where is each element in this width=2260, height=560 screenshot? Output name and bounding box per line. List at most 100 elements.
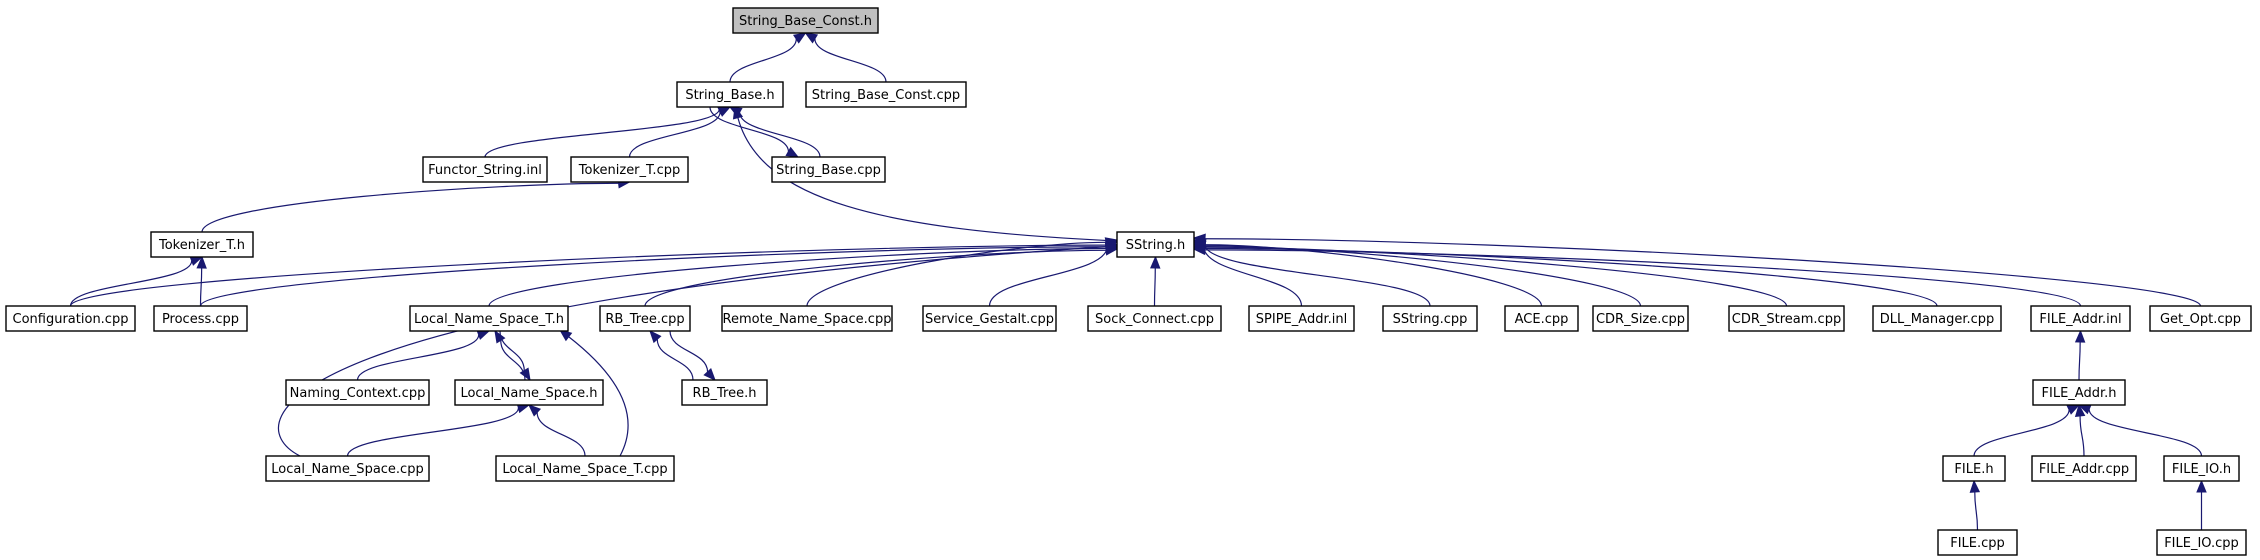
node-tokenizer-t-cpp[interactable]: Tokenizer_T.cpp <box>570 156 689 183</box>
node-cdr-stream-cpp[interactable]: CDR_Stream.cpp <box>1728 305 1845 332</box>
edge-local_name_space_t_cpp-to-local_name_space_t_h <box>568 336 629 457</box>
node-file-addr-cpp[interactable]: FILE_Addr.cpp <box>2031 455 2137 482</box>
node-string-base-h-box[interactable] <box>676 81 784 108</box>
node-local-name-space-h-label: Local_Name_Space.h <box>460 386 597 401</box>
node-ace-cpp-box[interactable] <box>1504 305 1579 332</box>
node-process-cpp[interactable]: Process.cpp <box>153 305 248 332</box>
edge-rb_tree_cpp-to-rb_tree_h <box>669 330 709 372</box>
edge-configuration_cpp-to-sstring_h <box>69 244 1107 307</box>
node-naming-context-cpp-label: Naming_Context.cpp <box>290 386 426 401</box>
node-file-addr-h-label: FILE_Addr.h <box>2042 386 2117 401</box>
edge-rb_tree_cpp-to-rb_tree_h-arrowhead <box>703 367 716 381</box>
node-sock-connect-cpp[interactable]: Sock_Connect.cpp <box>1087 305 1222 332</box>
node-rb-tree-cpp-label: RB_Tree.cpp <box>605 312 684 327</box>
node-file-addr-cpp-label: FILE_Addr.cpp <box>2039 462 2129 477</box>
node-string-base-const-h[interactable]: String_Base_Const.h <box>732 7 879 34</box>
edge-process_cpp-to-sstring_h <box>199 246 1107 307</box>
node-sstring-h[interactable]: SString.h <box>1116 231 1195 258</box>
edge-naming_context_cpp-to-local_name_space_t_h <box>356 334 480 381</box>
edge-service_gestalt_cpp-to-sstring_h <box>988 246 1108 307</box>
node-local-name-space-cpp-box[interactable] <box>265 455 430 482</box>
node-sock-connect-cpp-box[interactable] <box>1087 305 1222 332</box>
node-rb-tree-cpp-box[interactable] <box>599 305 691 332</box>
node-sstring-cpp-label: SString.cpp <box>1393 312 1468 327</box>
edge-local_name_space_t_cpp-to-local_name_space_h-arrowhead <box>528 404 542 417</box>
node-string-base-cpp[interactable]: String_Base.cpp <box>771 156 886 183</box>
node-local-name-space-t-h-box[interactable] <box>409 305 569 332</box>
node-get-opt-cpp[interactable]: Get_Opt.cpp <box>2149 305 2252 332</box>
node-tokenizer-t-h-box[interactable] <box>150 231 254 258</box>
node-file-h[interactable]: FILE.h <box>1942 455 2006 482</box>
edge-rb_tree_h-to-rb_tree_cpp-arrowhead <box>649 330 662 344</box>
node-dll-manager-cpp-box[interactable] <box>1872 305 2002 332</box>
node-naming-context-cpp-box[interactable] <box>285 379 430 406</box>
node-remote-name-space-cpp[interactable]: Remote_Name_Space.cpp <box>721 305 893 332</box>
edge-sock_connect_cpp-to-sstring_h-arrowhead <box>1150 255 1161 269</box>
node-dll-manager-cpp[interactable]: DLL_Manager.cpp <box>1872 305 2002 332</box>
node-service-gestalt-cpp[interactable]: Service_Gestalt.cpp <box>922 305 1057 332</box>
node-file-io-cpp-box[interactable] <box>2156 529 2247 556</box>
node-rb-tree-cpp[interactable]: RB_Tree.cpp <box>599 305 691 332</box>
node-spipe-addr-inl-box[interactable] <box>1248 305 1355 332</box>
node-functor-string-inl-box[interactable] <box>422 156 548 183</box>
node-configuration-cpp-box[interactable] <box>5 305 136 332</box>
edge-file_cpp-to-file_h-arrowhead <box>1969 479 1981 493</box>
node-string-base-const-cpp-box[interactable] <box>805 81 967 108</box>
edge-file_io_cpp-to-file_io_h-arrowhead <box>2196 479 2207 493</box>
node-rb-tree-h[interactable]: RB_Tree.h <box>681 379 768 406</box>
node-file-io-h[interactable]: FILE_IO.h <box>2163 455 2240 482</box>
node-remote-name-space-cpp-box[interactable] <box>721 305 893 332</box>
node-functor-string-inl-label: Functor_String.inl <box>428 163 542 178</box>
edge-file_addr_cpp-to-file_addr_h <box>2079 415 2085 457</box>
node-string-base-const-cpp[interactable]: String_Base_Const.cpp <box>805 81 967 108</box>
node-cdr-size-cpp[interactable]: CDR_Size.cpp <box>1592 305 1689 332</box>
node-process-cpp-box[interactable] <box>153 305 248 332</box>
node-naming-context-cpp[interactable]: Naming_Context.cpp <box>285 379 430 406</box>
node-configuration-cpp-label: Configuration.cpp <box>13 312 129 327</box>
node-file-addr-inl-box[interactable] <box>2030 305 2131 332</box>
node-string-base-const-h-label: String_Base_Const.h <box>739 14 872 29</box>
node-rb-tree-h-label: RB_Tree.h <box>693 386 757 401</box>
node-string-base-h[interactable]: String_Base.h <box>676 81 784 108</box>
node-string-base-const-h-box[interactable] <box>732 7 879 34</box>
node-ace-cpp[interactable]: ACE.cpp <box>1504 305 1579 332</box>
node-file-io-cpp[interactable]: FILE_IO.cpp <box>2156 529 2247 556</box>
node-file-cpp-box[interactable] <box>1937 529 2018 556</box>
edge-file_addr_cpp-to-file_addr_h-arrowhead <box>2074 403 2086 417</box>
edge-local_name_space_h-to-local_name_space_t_h-arrowhead <box>494 329 506 344</box>
node-rb-tree-h-box[interactable] <box>681 379 768 406</box>
node-sstring-h-box[interactable] <box>1116 231 1195 258</box>
node-file-io-h-box[interactable] <box>2163 455 2240 482</box>
edge-remote_name_space_cpp-to-sstring_h <box>806 241 1107 307</box>
node-service-gestalt-cpp-box[interactable] <box>922 305 1057 332</box>
node-string-base-cpp-box[interactable] <box>771 156 886 183</box>
edge-string_base_h-to-string_base_const_h <box>729 38 797 83</box>
edge-functor_string_inl-to-string_base_h <box>484 108 720 158</box>
node-cdr-size-cpp-box[interactable] <box>1592 305 1689 332</box>
node-tokenizer-t-cpp-box[interactable] <box>570 156 689 183</box>
node-local-name-space-cpp-label: Local_Name_Space.cpp <box>271 462 423 477</box>
node-file-addr-inl[interactable]: FILE_Addr.inl <box>2030 305 2131 332</box>
node-local-name-space-t-cpp[interactable]: Local_Name_Space_T.cpp <box>495 455 675 482</box>
node-local-name-space-t-cpp-box[interactable] <box>495 455 675 482</box>
node-file-h-box[interactable] <box>1942 455 2006 482</box>
node-spipe-addr-inl[interactable]: SPIPE_Addr.inl <box>1248 305 1355 332</box>
node-configuration-cpp[interactable]: Configuration.cpp <box>5 305 136 332</box>
node-local-name-space-h-box[interactable] <box>454 379 604 406</box>
node-cdr-stream-cpp-box[interactable] <box>1728 305 1845 332</box>
node-sstring-cpp-box[interactable] <box>1382 305 1478 332</box>
node-sstring-cpp[interactable]: SString.cpp <box>1382 305 1478 332</box>
edge-sstring_h-to-string_base_h <box>737 117 1118 242</box>
node-file-addr-cpp-box[interactable] <box>2031 455 2137 482</box>
node-functor-string-inl[interactable]: Functor_String.inl <box>422 156 548 183</box>
edge-file_h-to-file_addr_h <box>1973 409 2070 457</box>
node-local-name-space-t-h[interactable]: Local_Name_Space_T.h <box>409 305 569 332</box>
node-local-name-space-h[interactable]: Local_Name_Space.h <box>454 379 604 406</box>
node-tokenizer-t-h[interactable]: Tokenizer_T.h <box>150 231 254 258</box>
node-string-base-const-cpp-label: String_Base_Const.cpp <box>812 88 960 103</box>
node-file-addr-h-box[interactable] <box>2032 379 2126 406</box>
node-get-opt-cpp-box[interactable] <box>2149 305 2252 332</box>
node-file-cpp[interactable]: FILE.cpp <box>1937 529 2018 556</box>
node-file-addr-h[interactable]: FILE_Addr.h <box>2032 379 2126 406</box>
node-local-name-space-cpp[interactable]: Local_Name_Space.cpp <box>265 455 430 482</box>
